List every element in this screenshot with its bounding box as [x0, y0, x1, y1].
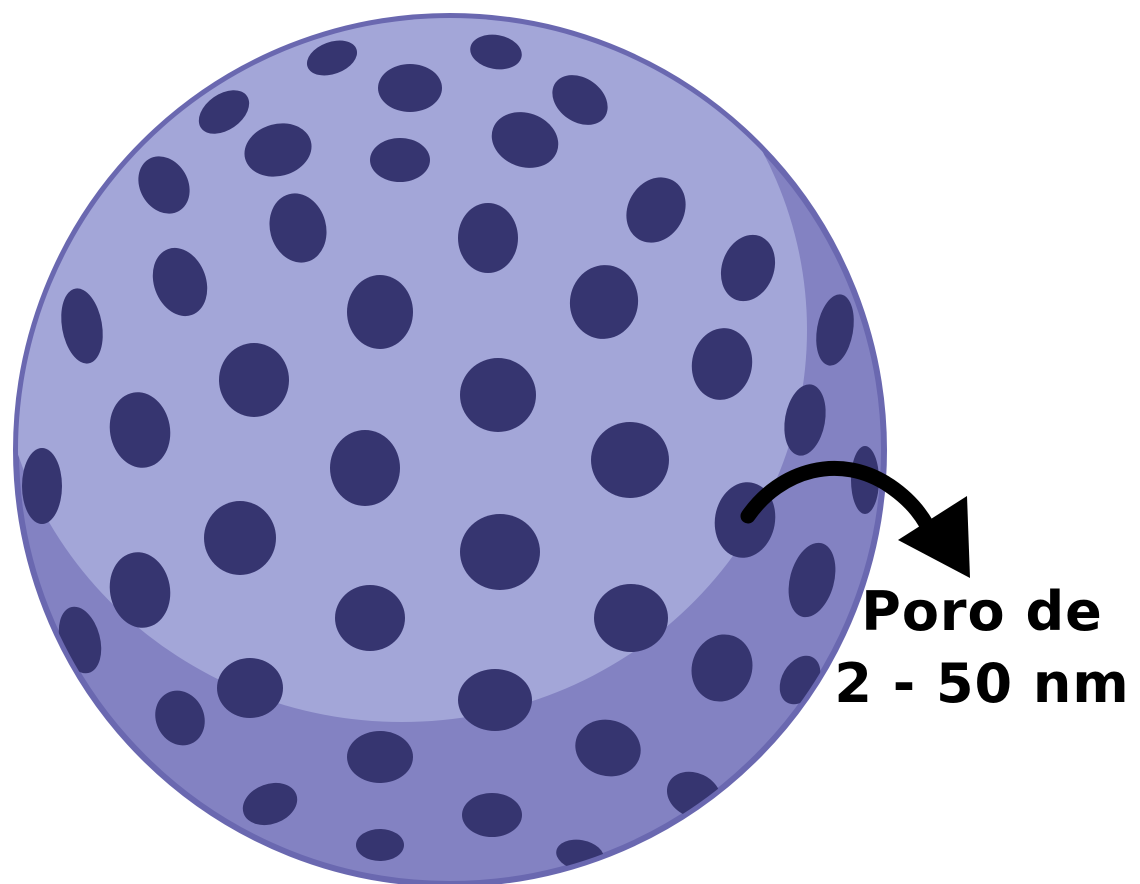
pore-40: [347, 731, 413, 783]
pore-20: [460, 358, 536, 432]
pore-7: [370, 138, 430, 182]
pore-33: [594, 584, 668, 652]
pore-12: [458, 203, 518, 273]
pore-46: [356, 829, 404, 861]
pore-label-line-1: Poro de: [832, 576, 1132, 648]
pore-36: [217, 658, 283, 718]
pore-28: [460, 514, 540, 590]
pore-24: [591, 422, 669, 498]
pore-27: [204, 501, 276, 575]
pore-label-line-2: 2 - 50 nm: [832, 648, 1132, 720]
pore-32: [335, 585, 405, 651]
pore-1: [378, 64, 442, 112]
pore-23: [330, 430, 400, 506]
pore-26: [22, 448, 62, 524]
pore-37: [458, 669, 532, 731]
pore-19: [219, 343, 289, 417]
pore-size-label: Poro de 2 - 50 nm: [832, 576, 1132, 720]
pore-15: [347, 275, 413, 349]
pore-44: [462, 793, 522, 837]
